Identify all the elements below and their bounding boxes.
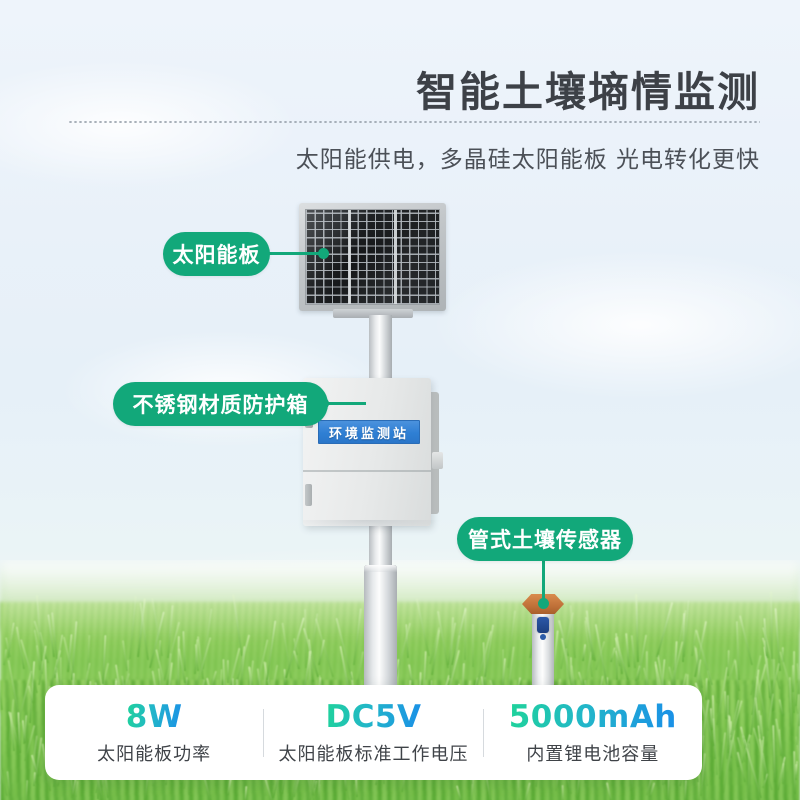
mounting-pole-collar <box>364 565 397 572</box>
grass-light-haze <box>0 560 800 640</box>
callout-leader-line <box>268 252 323 255</box>
solar-cell-grid <box>306 210 439 304</box>
spec-card: 8W 太阳能板功率 DC5V 太阳能板标准工作电压 5000mAh 内置锂电池容… <box>45 685 702 780</box>
spec-value: DC5V <box>325 699 422 735</box>
solar-panel-cells-area <box>305 209 440 305</box>
enclosure-box-seam <box>303 470 431 472</box>
spec-item-voltage: DC5V 太阳能板标准工作电压 <box>264 699 482 766</box>
spec-label: 太阳能板功率 <box>97 744 212 765</box>
spec-divider <box>482 708 484 757</box>
spec-item-power: 8W 太阳能板功率 <box>45 699 263 766</box>
tube-soil-sensor-window <box>537 617 549 633</box>
solar-panel <box>299 203 446 311</box>
enclosure-latch-icon <box>305 484 312 506</box>
spec-value: 5000mAh <box>508 699 677 735</box>
mounting-pole-lower <box>364 565 397 690</box>
page-subtitle: 太阳能供电，多晶硅太阳能板 光电转化更快 <box>295 147 760 173</box>
spec-label: 内置锂电池容量 <box>526 744 660 765</box>
enclosure-shadow <box>303 520 443 530</box>
callout-anchor-dot <box>538 598 549 609</box>
solar-panel-mount <box>333 309 413 318</box>
callout-tube-soil-sensor[interactable]: 管式土壤传感器 <box>457 517 633 561</box>
callout-anchor-dot <box>318 248 329 259</box>
solar-busbar <box>348 210 351 304</box>
page-title: 智能土壤墒情监测 <box>416 68 760 116</box>
callout-leader-line <box>326 402 366 405</box>
tube-soil-sensor-indicator <box>540 634 546 640</box>
header-divider <box>68 121 760 123</box>
spec-item-battery: 5000mAh 内置锂电池容量 <box>484 699 702 766</box>
spec-label: 太阳能板标准工作电压 <box>278 744 469 765</box>
solar-panel-glare <box>306 210 439 304</box>
spec-divider <box>263 708 265 757</box>
enclosure-latch-icon <box>432 452 443 469</box>
spec-value: 8W <box>125 699 183 735</box>
callout-leader-line <box>542 560 545 606</box>
callout-enclosure-box[interactable]: 不锈钢材质防护箱 <box>113 382 328 426</box>
callout-solar-panel[interactable]: 太阳能板 <box>163 232 270 276</box>
solar-busbar <box>394 210 397 304</box>
enclosure-nameplate: 环境监测站 <box>318 420 420 444</box>
